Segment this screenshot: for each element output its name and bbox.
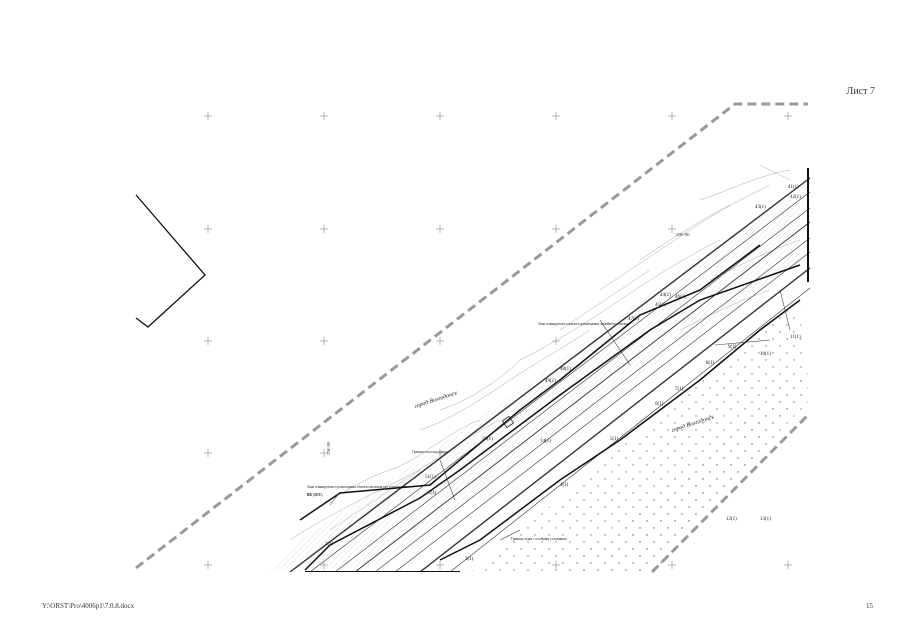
point-label: 6(1): [655, 402, 664, 407]
corridor-line: [374, 237, 811, 572]
point-label: 8(1): [706, 361, 715, 366]
point-label: 49(1): [545, 379, 556, 384]
point-label: 4(1): [560, 483, 569, 488]
point-label: 2(1): [325, 542, 334, 547]
point-label: 41(1): [788, 185, 799, 190]
dashed-boundary: [135, 102, 808, 570]
corridor-line: [449, 287, 811, 572]
grid-cross: [204, 337, 212, 345]
vegetation-area-2: [560, 370, 808, 572]
zone-label: Граница полосы отвода: [412, 450, 448, 454]
boundary-polyline: [135, 194, 206, 328]
grid-cross: [436, 337, 444, 345]
corridor-line: [354, 221, 811, 572]
zone-code: ВВ (ЗОС): [307, 493, 323, 497]
grid-cross: [204, 449, 212, 457]
point-label: 50(1): [482, 437, 493, 442]
point-label: 14(1): [540, 439, 551, 444]
match-line-label: Линия совмещения с листом 8: [815, 215, 820, 281]
grid-cross: [320, 337, 328, 345]
sheet-label: Лист 7: [846, 86, 875, 97]
point-label: 5(1): [610, 437, 619, 442]
zone-label: Граница зоны с особыми условиями: [511, 537, 567, 541]
corridor-line: [309, 191, 811, 572]
marker-square: [501, 415, 515, 429]
grid-cross: [552, 225, 560, 233]
code-label: ЛЭС-80: [326, 442, 331, 455]
point-label: 11(1): [790, 335, 801, 340]
corridor-line: [334, 207, 811, 572]
grid-cross: [204, 112, 212, 120]
zone-label: Зона планируемого размещения объекта вкл…: [307, 485, 408, 489]
corridor-line: [289, 177, 811, 572]
grid-cross: [668, 225, 676, 233]
point-label: 7(1): [675, 387, 684, 392]
point-label: 47(1): [628, 317, 639, 322]
page-number: 15: [866, 602, 873, 610]
point-label: 42(1): [790, 195, 801, 200]
point-label: 3(1): [465, 557, 474, 562]
point-label: 45(1): [655, 303, 666, 308]
grid-cross: [552, 112, 560, 120]
corridor-line: [419, 267, 811, 572]
grid-cross: [320, 449, 328, 457]
corridor-lines: [289, 177, 811, 572]
zone-boundary: [439, 299, 801, 561]
grid-cross: [204, 561, 212, 569]
grid-cross: [668, 561, 676, 569]
contour-lines: [289, 164, 801, 541]
vegetation-area: [470, 300, 805, 572]
zone-boundary: [304, 264, 801, 571]
grid-cross: [784, 112, 792, 120]
grid-cross: [552, 337, 560, 345]
zone-boundary: [299, 244, 761, 521]
leader-lines: [329, 289, 791, 541]
grid-cross: [436, 225, 444, 233]
corridor-line: [394, 251, 811, 572]
match-line-label: Линия совмещения с листом 6: [317, 576, 389, 582]
point-label: 12(1): [726, 517, 737, 522]
zone-boundaries: [299, 168, 809, 572]
grid-cross: [320, 112, 328, 120]
grid-cross: [668, 112, 676, 120]
grid-cross: [320, 225, 328, 233]
point-label: 13(1): [760, 517, 771, 522]
city-label: город Волгодонск: [413, 389, 458, 410]
grid-cross: [784, 561, 792, 569]
grid-cross: [436, 112, 444, 120]
point-label: 1(1): [428, 491, 437, 496]
point-label: 51(1): [425, 475, 436, 480]
footer-file-path: Y:\ORST\Pro\4006p1\7.0.8.docx: [42, 602, 135, 610]
grid-cross: [436, 561, 444, 569]
point-labels: 41(1) 42(1) 43(1) 44(1) 45(1) 46(1) 47(1…: [325, 185, 801, 562]
dashed-boundary-lower: [650, 413, 810, 574]
point-label: 44(1): [660, 293, 671, 298]
zone-label: Зона планируемого жилого размещения лине…: [538, 322, 629, 326]
grid-cross: [204, 225, 212, 233]
point-label: 9(1): [728, 345, 737, 350]
code-label: ЛЭС-80: [676, 232, 689, 237]
point-label: 46(1): [675, 295, 686, 300]
point-label: 48(1): [560, 367, 571, 372]
point-label: 10(1): [760, 352, 771, 357]
point-label: 43(1): [755, 205, 766, 210]
